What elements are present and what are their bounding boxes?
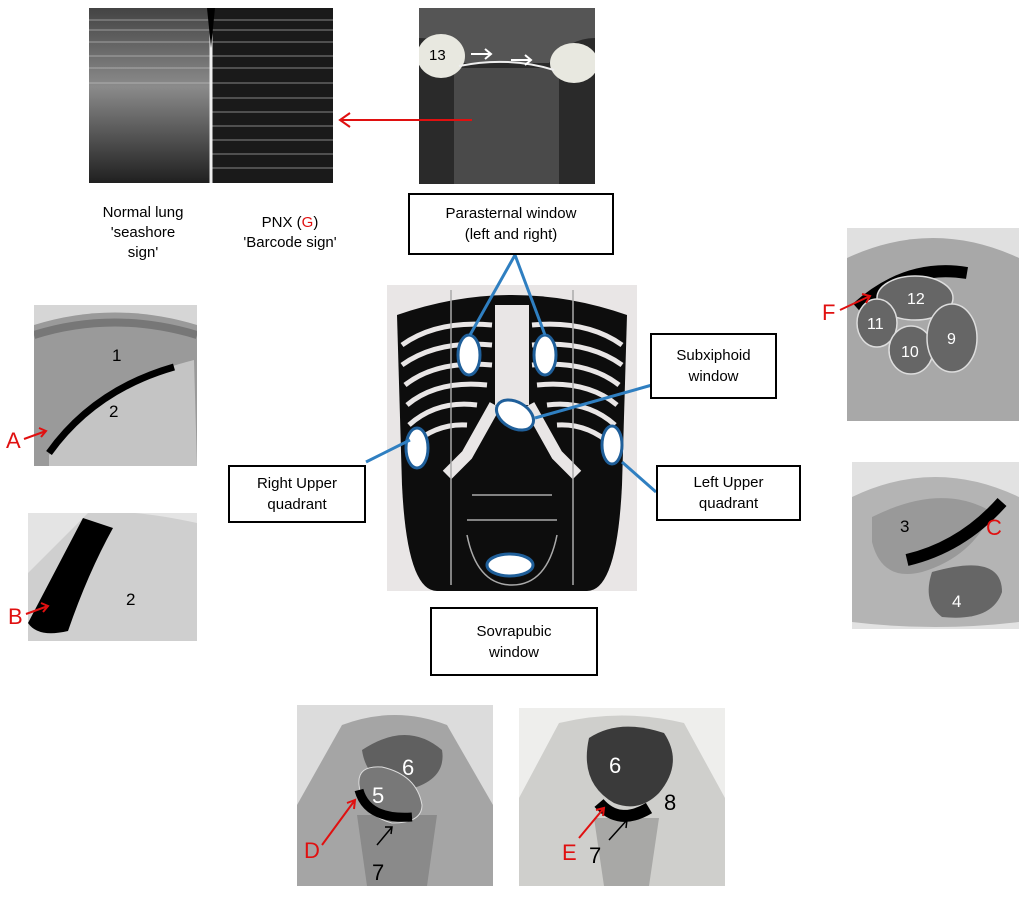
pnx-letter: G <box>301 214 314 231</box>
pelvic-scan-e: 6 8 7 <box>519 708 725 886</box>
letter-b: B <box>8 604 23 629</box>
normal-lung-caption: Normal lung 'seashore sign' <box>80 203 206 263</box>
ruq-scan-a: 1 2 <box>34 305 197 466</box>
letter-c: C <box>986 515 1002 540</box>
label-9: 9 <box>947 331 956 348</box>
ruq-oval <box>404 426 430 470</box>
parasternal-right-oval <box>456 333 482 377</box>
subxiphoid-scan-f: 12 11 10 9 <box>847 228 1019 421</box>
label-7: 7 <box>589 843 601 868</box>
label-5: 5 <box>372 783 384 808</box>
label-1: 1 <box>112 346 121 365</box>
subxiphoid-window-label: Subxiphoid window <box>650 333 777 399</box>
label-3: 3 <box>900 517 909 536</box>
label-7: 7 <box>372 860 384 885</box>
label-line: Left Upper <box>693 474 764 491</box>
label-2: 2 <box>109 402 118 421</box>
red-arrow-icon <box>578 806 606 839</box>
ruq-scan-b: 2 <box>28 513 197 641</box>
label-11: 11 <box>867 316 884 333</box>
luq-oval <box>600 424 624 466</box>
red-arrow-icon <box>25 602 50 615</box>
parasternal-scan-image: 13 <box>419 8 595 184</box>
label-line: quadrant <box>267 496 327 513</box>
caption-line: 'Barcode sign' <box>243 234 337 251</box>
arrow-icon <box>608 819 628 841</box>
letter-f: F <box>822 300 836 325</box>
torso-image <box>387 285 637 591</box>
label-line: quadrant <box>698 495 759 512</box>
pnx-suffix: ) <box>313 214 319 231</box>
pelvic-scan-d: 6 5 7 <box>297 705 493 886</box>
pnx-caption: PNX (G) 'Barcode sign' <box>225 213 355 253</box>
red-arrow-icon <box>839 293 872 311</box>
parasternal-window-label: Parasternal window (left and right) <box>408 193 614 255</box>
pnx-prefix: PNX ( <box>261 214 302 231</box>
label-13: 13 <box>429 47 446 64</box>
sovrapubic-window-label: Sovrapubic window <box>430 607 598 676</box>
caption-line: 'seashore <box>110 224 176 241</box>
label-line: (left and right) <box>464 226 558 243</box>
sovrapubic-oval <box>485 552 535 578</box>
left-upper-quadrant-label: Left Upper quadrant <box>656 465 801 521</box>
label-line: window <box>488 643 540 661</box>
red-arrow-icon <box>321 798 357 846</box>
subxiphoid-oval <box>495 398 535 432</box>
red-arrow-icon <box>23 427 48 440</box>
label-line: Sovrapubic <box>476 622 552 640</box>
label-line: Parasternal window <box>445 205 577 222</box>
label-6: 6 <box>609 753 621 778</box>
label-line: Right Upper <box>256 475 338 492</box>
label-line: window <box>688 368 739 385</box>
label-4: 4 <box>952 592 961 611</box>
letter-a: A <box>6 428 21 453</box>
red-arrow-icon <box>338 112 472 128</box>
luq-scan-c: 3 4 <box>852 462 1019 629</box>
label-8: 8 <box>664 790 676 815</box>
caption-line: sign' <box>127 244 159 261</box>
label-line: Subxiphoid <box>676 347 751 364</box>
arrow-icon <box>376 826 393 846</box>
label-6: 6 <box>402 755 414 780</box>
label-10: 10 <box>901 344 919 361</box>
letter-d: D <box>304 838 320 863</box>
caption-line: Normal lung <box>102 204 184 221</box>
right-upper-quadrant-label: Right Upper quadrant <box>228 465 366 523</box>
label-12: 12 <box>907 291 925 308</box>
label-2: 2 <box>126 590 135 609</box>
letter-e: E <box>562 840 577 865</box>
m-mode-image <box>89 8 333 183</box>
